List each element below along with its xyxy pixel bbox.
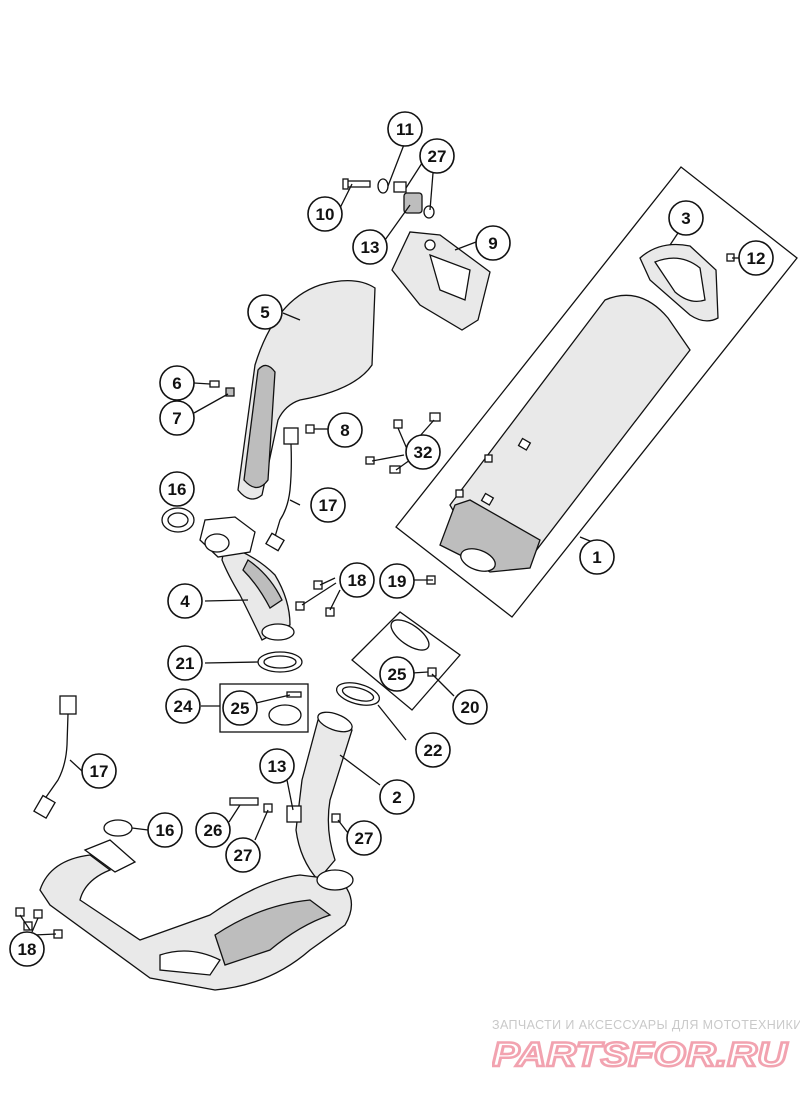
callout-2: 2 bbox=[379, 779, 415, 815]
watermark-logo: PARTSFOR.RU bbox=[492, 1035, 790, 1074]
svg-text:2: 2 bbox=[392, 788, 401, 807]
lambda-sensor-upper bbox=[265, 427, 299, 552]
callout-8: 8 bbox=[327, 412, 363, 448]
callout-18-upper: 18 bbox=[339, 562, 375, 598]
callout-27-center: 27 bbox=[225, 837, 261, 873]
clamp-kit-20 bbox=[335, 611, 461, 711]
callout-13-upper: 13 bbox=[352, 229, 388, 265]
callout-5: 5 bbox=[247, 294, 283, 330]
svg-text:16: 16 bbox=[168, 480, 187, 499]
muffler-group bbox=[395, 166, 798, 618]
lambda-sensor-lower bbox=[33, 695, 77, 820]
callout-4: 4 bbox=[167, 583, 203, 619]
svg-text:25: 25 bbox=[388, 665, 407, 684]
svg-text:13: 13 bbox=[268, 757, 287, 776]
callout-25-right: 25 bbox=[379, 656, 415, 692]
callout-21: 21 bbox=[167, 645, 203, 681]
svg-text:18: 18 bbox=[18, 940, 37, 959]
svg-text:11: 11 bbox=[396, 120, 414, 139]
callout-19: 19 bbox=[379, 563, 415, 599]
middle-pipe bbox=[229, 711, 353, 881]
svg-text:5: 5 bbox=[260, 303, 269, 322]
callout-6: 6 bbox=[159, 365, 195, 401]
svg-text:3: 3 bbox=[681, 209, 690, 228]
callout-12: 12 bbox=[738, 240, 774, 276]
leader-lines bbox=[19, 141, 740, 936]
svg-text:16: 16 bbox=[156, 821, 175, 840]
clamp-kit-24 bbox=[219, 683, 309, 733]
svg-text:21: 21 bbox=[176, 654, 195, 673]
callout-25-left: 25 bbox=[222, 690, 258, 726]
callout-18-lower: 18 bbox=[9, 931, 45, 967]
callout-27-top: 27 bbox=[419, 138, 455, 174]
svg-text:13: 13 bbox=[361, 238, 380, 257]
heat-shield bbox=[209, 280, 376, 500]
callout-13-lower: 13 bbox=[259, 748, 295, 784]
svg-text:22: 22 bbox=[424, 741, 443, 760]
svg-text:9: 9 bbox=[488, 234, 497, 253]
callout-20: 20 bbox=[452, 689, 488, 725]
watermark-logo-text: PARTSFOR.RU bbox=[492, 1036, 789, 1074]
svg-text:8: 8 bbox=[340, 421, 349, 440]
callout-22: 22 bbox=[415, 732, 451, 768]
callout-24: 24 bbox=[165, 688, 201, 724]
callout-1: 1 bbox=[579, 539, 615, 575]
svg-text:4: 4 bbox=[180, 592, 190, 611]
svg-text:27: 27 bbox=[355, 829, 374, 848]
svg-text:27: 27 bbox=[234, 846, 253, 865]
callout-17-upper: 17 bbox=[310, 487, 346, 523]
callout-17-lower: 17 bbox=[81, 753, 117, 789]
svg-text:32: 32 bbox=[414, 443, 433, 462]
svg-text:20: 20 bbox=[461, 698, 480, 717]
header-manifold bbox=[15, 412, 441, 991]
svg-text:24: 24 bbox=[174, 697, 193, 716]
svg-text:18: 18 bbox=[348, 571, 367, 590]
callout-16-upper: 16 bbox=[159, 471, 195, 507]
svg-text:7: 7 bbox=[172, 409, 181, 428]
svg-text:6: 6 bbox=[172, 374, 181, 393]
callout-7: 7 bbox=[159, 400, 195, 436]
svg-text:25: 25 bbox=[231, 699, 250, 718]
svg-text:17: 17 bbox=[90, 762, 109, 781]
watermark-tagline: ЗАПЧАСТИ И АКСЕССУАРЫ ДЛЯ МОТОТЕХНИКИ bbox=[492, 1018, 800, 1032]
callout-10: 10 bbox=[307, 196, 343, 232]
svg-text:27: 27 bbox=[428, 147, 447, 166]
svg-text:12: 12 bbox=[747, 249, 766, 268]
svg-text:19: 19 bbox=[388, 572, 407, 591]
callout-27-right: 27 bbox=[346, 820, 382, 856]
svg-text:26: 26 bbox=[204, 821, 223, 840]
callout-32: 32 bbox=[405, 434, 441, 470]
svg-text:1: 1 bbox=[592, 548, 601, 567]
svg-text:10: 10 bbox=[316, 205, 335, 224]
callout-9: 9 bbox=[475, 225, 511, 261]
callout-11: 11 bbox=[387, 111, 423, 147]
callout-26: 26 bbox=[195, 812, 231, 848]
callout-3: 3 bbox=[668, 200, 704, 236]
svg-text:17: 17 bbox=[319, 496, 338, 515]
link-pipe bbox=[161, 507, 303, 673]
callout-16-lower: 16 bbox=[147, 812, 183, 848]
